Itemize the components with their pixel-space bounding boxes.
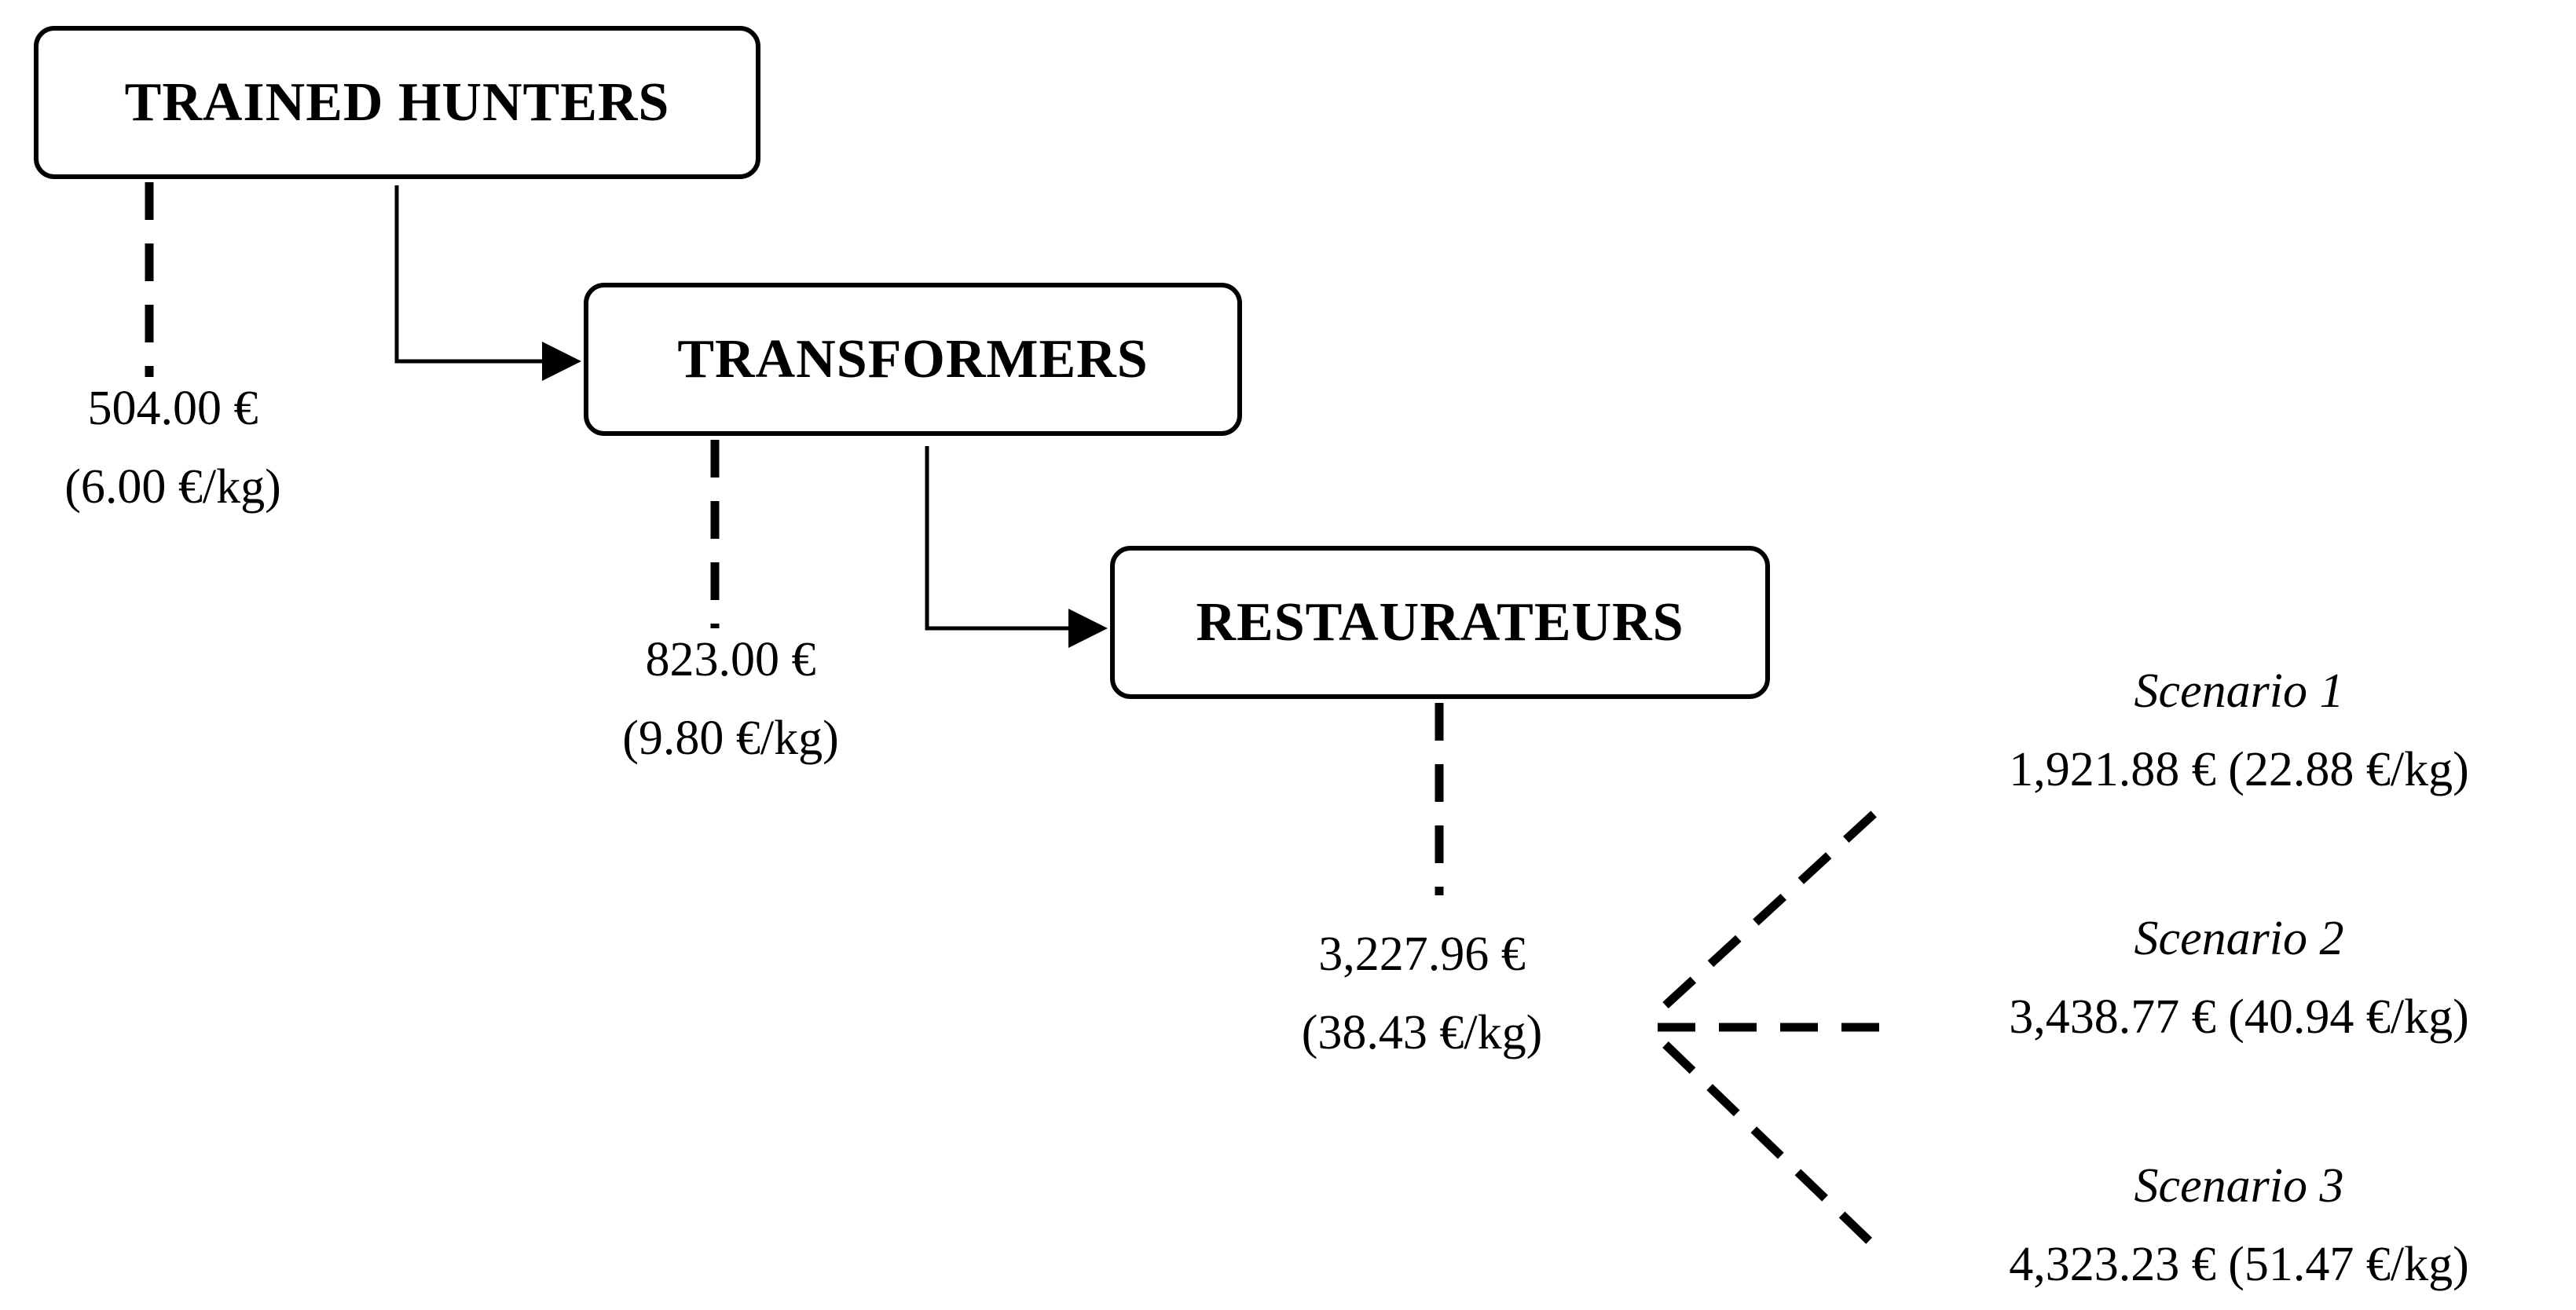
scenario-1-title: Scenario 1 xyxy=(2134,664,2344,718)
price-transformers-total: 823.00 € xyxy=(645,633,816,686)
scenario-2: Scenario 2 3,438.77 € (40.94 €/kg) xyxy=(1940,899,2538,1056)
node-transformers: TRANSFORMERS xyxy=(584,283,1242,436)
node-transformers-label: TRANSFORMERS xyxy=(677,328,1149,390)
node-trained-hunters-label: TRAINED HUNTERS xyxy=(124,71,670,133)
scenario-1: Scenario 1 1,921.88 € (22.88 €/kg) xyxy=(1940,652,2538,809)
price-restaurateurs-per-kg: (38.43 €/kg) xyxy=(1301,1006,1543,1059)
arrow-transformers-to-restaurateurs xyxy=(925,446,1108,648)
scenario-3: Scenario 3 4,323.23 € (51.47 €/kg) xyxy=(1940,1147,2538,1304)
scenario-2-title: Scenario 2 xyxy=(2134,912,2344,965)
scenario-3-value: 4,323.23 € (51.47 €/kg) xyxy=(2009,1238,2469,1291)
dash-scenario-1 xyxy=(1662,807,1881,1009)
node-trained-hunters: TRAINED HUNTERS xyxy=(34,26,760,179)
price-hunters-per-kg: (6.00 €/kg) xyxy=(64,460,281,514)
price-transformers: 823.00 € (9.80 €/kg) xyxy=(581,620,880,778)
price-restaurateurs: 3,227.96 € (38.43 €/kg) xyxy=(1257,915,1587,1072)
node-restaurateurs: RESTAURATEURS xyxy=(1110,546,1770,699)
arrow-hunters-to-transformers xyxy=(394,185,581,381)
scenario-3-title: Scenario 3 xyxy=(2134,1159,2344,1213)
price-hunters-total: 504.00 € xyxy=(87,382,258,435)
dash-scenario-3 xyxy=(1662,1041,1889,1260)
scenario-2-value: 3,438.77 € (40.94 €/kg) xyxy=(2009,990,2469,1044)
price-transformers-per-kg: (9.80 €/kg) xyxy=(622,712,839,765)
scenario-1-value: 1,921.88 € (22.88 €/kg) xyxy=(2009,743,2469,796)
price-hunters: 504.00 € (6.00 €/kg) xyxy=(24,369,322,526)
price-restaurateurs-total: 3,227.96 € xyxy=(1318,928,1526,981)
node-restaurateurs-label: RESTAURATEURS xyxy=(1196,591,1684,653)
